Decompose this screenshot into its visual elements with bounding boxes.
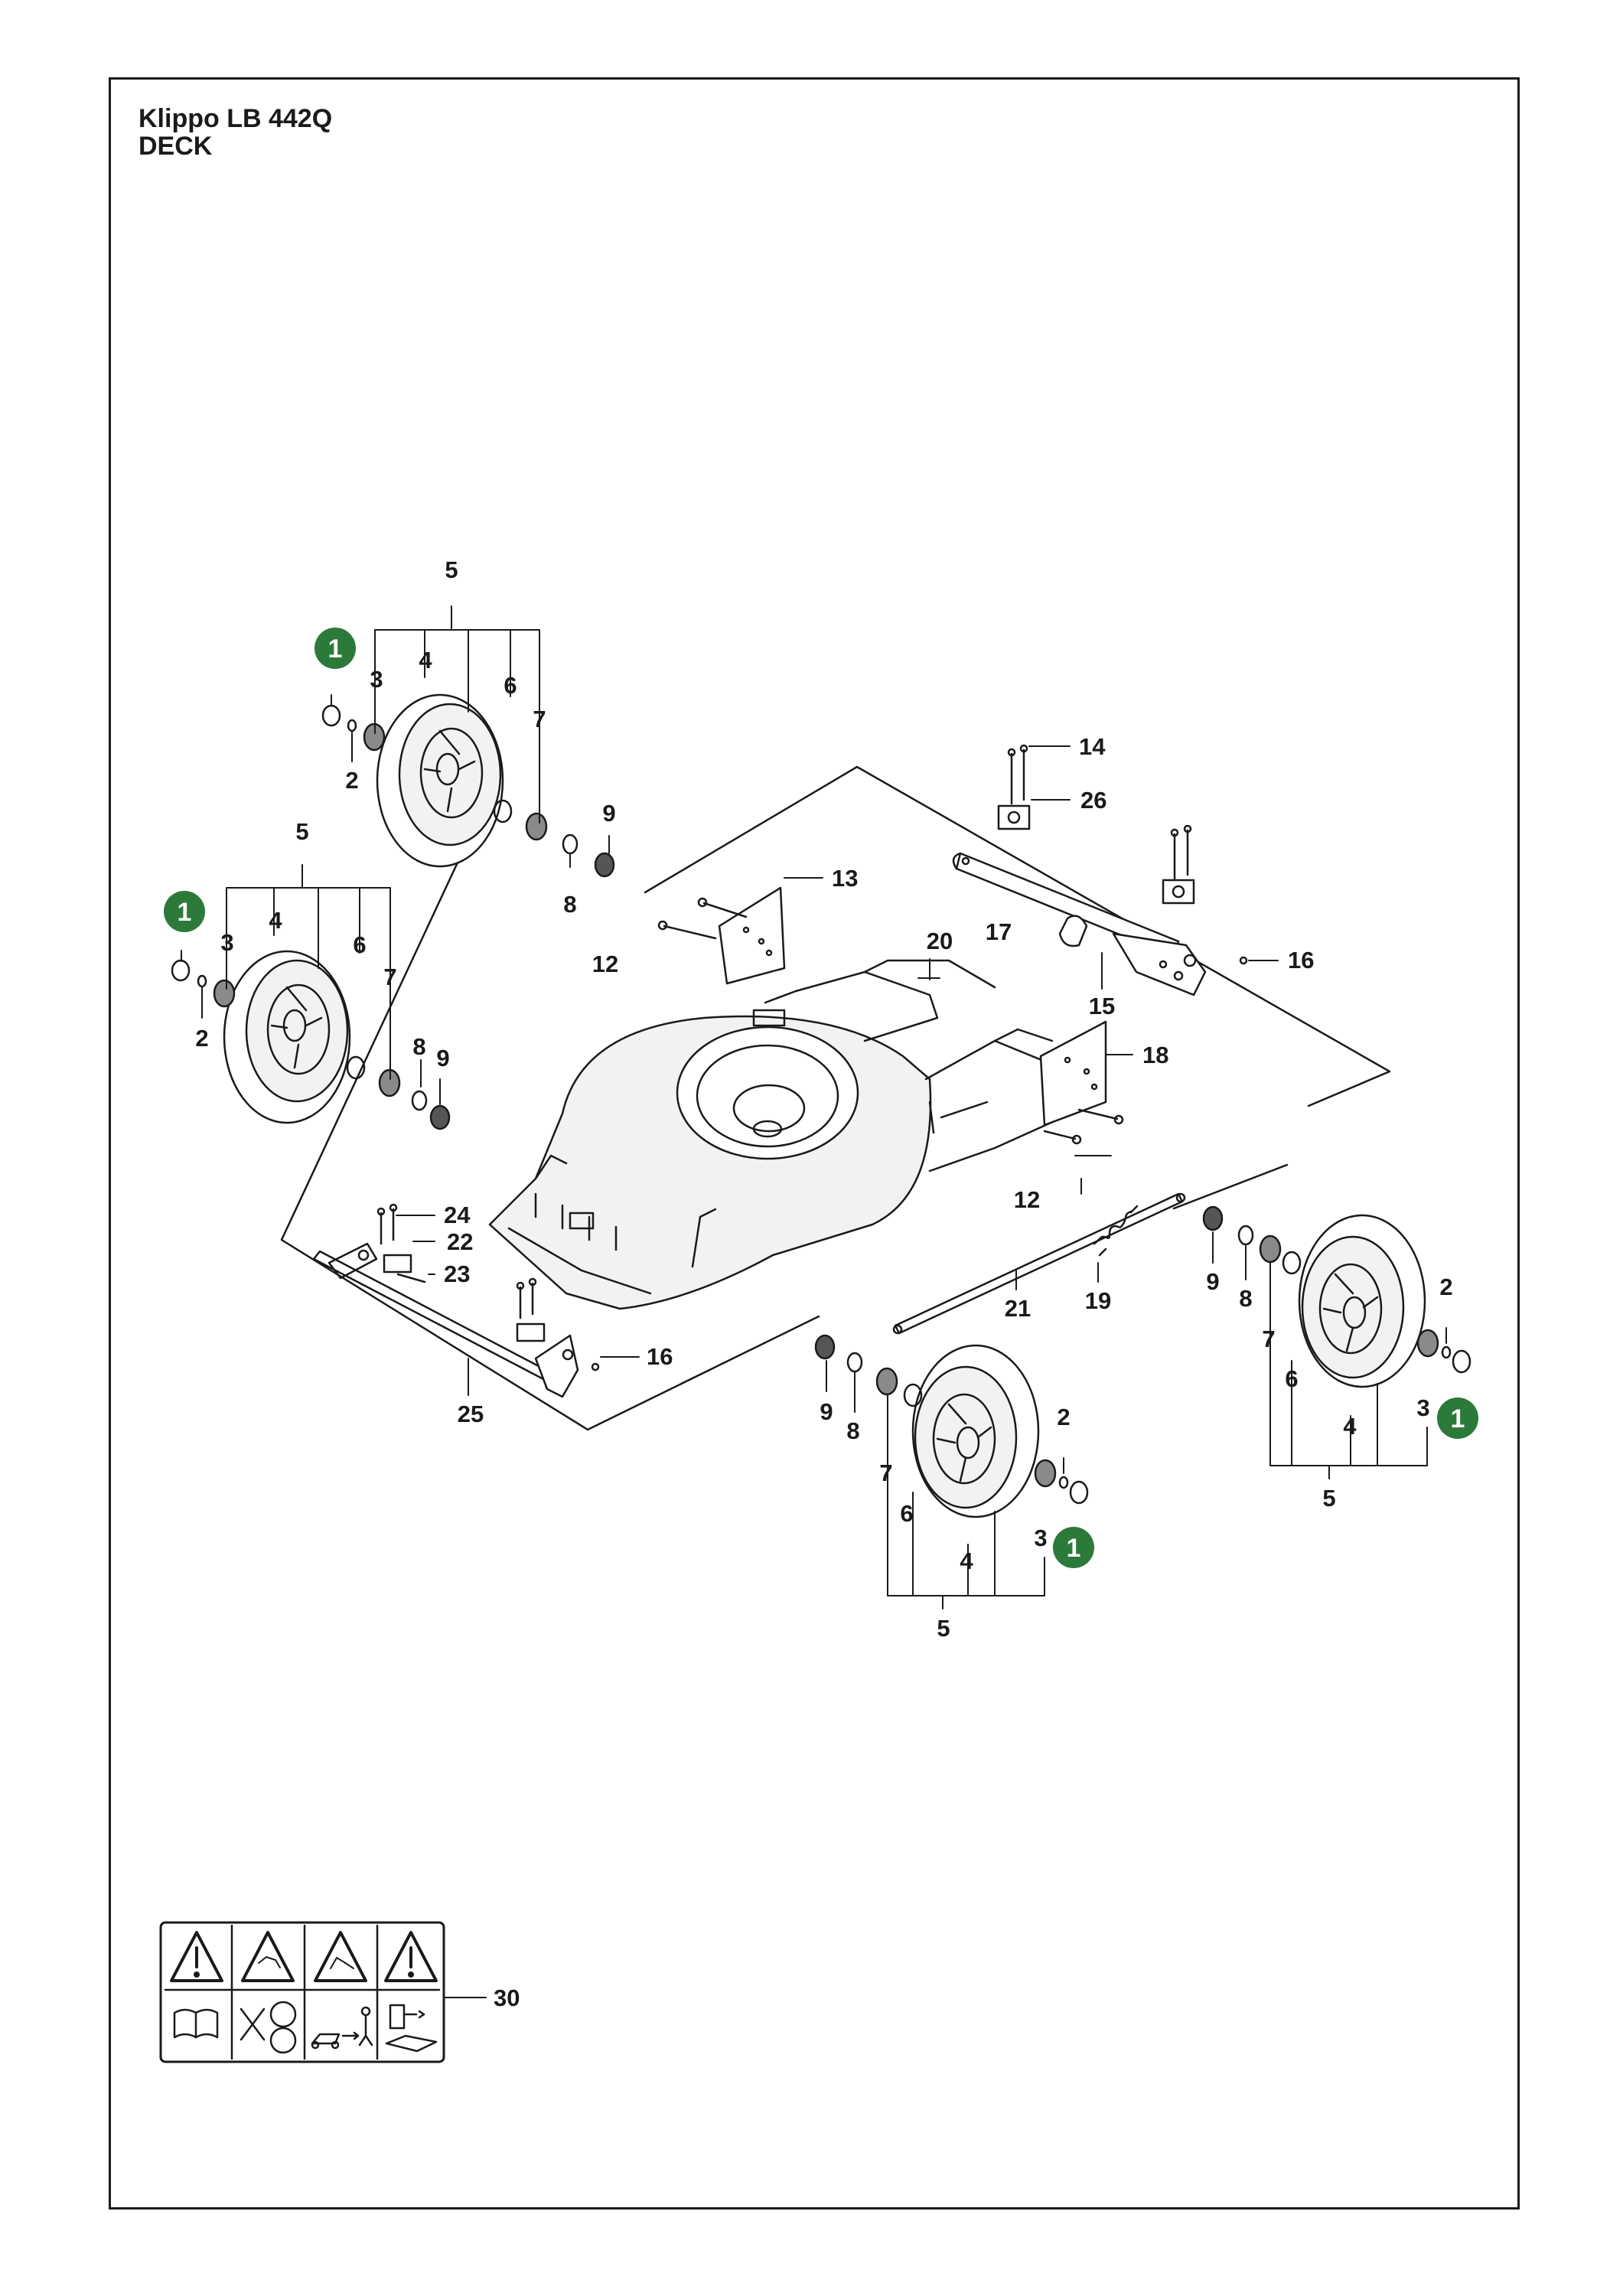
callout: 13 — [832, 865, 858, 892]
wheel-front-right — [1298, 1214, 1426, 1388]
note-badge: 1 — [1053, 1527, 1094, 1568]
callout: 8 — [1239, 1285, 1252, 1312]
height-bracket-rear — [657, 886, 786, 985]
section-title: DECK — [139, 132, 213, 161]
wheel-rear-right — [223, 950, 351, 1124]
callout: 4 — [419, 647, 432, 673]
callout: 2 — [1057, 1404, 1070, 1430]
axle-clamp-front — [1162, 824, 1195, 905]
callout: 6 — [1285, 1365, 1298, 1392]
callout: 4 — [1343, 1413, 1357, 1440]
disconnect-spark-plug-icon — [385, 2004, 438, 2053]
callout: 25 — [458, 1401, 484, 1427]
warning-triangle-icon — [384, 1931, 438, 1982]
callout: 8 — [846, 1417, 859, 1444]
callout: 2 — [345, 767, 358, 794]
note-badge: 1 — [314, 628, 356, 669]
note-badge: 1 — [1437, 1397, 1478, 1439]
warning-triangle-icon — [241, 1931, 295, 1982]
callout: 7 — [533, 706, 546, 732]
callout: 16 — [1288, 947, 1314, 974]
callout: 4 — [960, 1548, 973, 1574]
callout: 3 — [220, 929, 233, 956]
callout: 3 — [370, 666, 383, 693]
callout: 6 — [504, 672, 517, 699]
callout: 23 — [444, 1261, 470, 1287]
callout: 18 — [1142, 1042, 1168, 1068]
leader-lines — [181, 605, 1447, 1998]
deck-housing — [488, 959, 1080, 1310]
wheel-front-left-hardware — [814, 1334, 1089, 1505]
drawing-frame — [109, 77, 1520, 2210]
callout: 8 — [412, 1033, 425, 1060]
callout: 26 — [1080, 787, 1106, 814]
wheel-rear-left — [376, 693, 504, 868]
wheel-rear-left-hardware — [321, 704, 615, 878]
callout: 7 — [383, 964, 396, 990]
rear-axle-lever — [952, 852, 1248, 996]
callout: 30 — [494, 1985, 520, 2011]
callout: 5 — [937, 1615, 950, 1642]
manual-book-icon — [173, 2008, 219, 2039]
callout: 6 — [353, 931, 366, 958]
callout: 22 — [447, 1228, 473, 1255]
callout: 19 — [1085, 1287, 1111, 1314]
callout: 3 — [1034, 1525, 1047, 1551]
tension-spring — [1093, 1205, 1139, 1257]
note-badge: 1 — [164, 891, 205, 932]
svg-text:1: 1 — [1067, 1534, 1081, 1563]
callout: 15 — [1089, 993, 1115, 1019]
wheel-front-left — [911, 1344, 1040, 1518]
warning-triangle-icon — [170, 1931, 223, 1982]
callout: 2 — [1439, 1274, 1452, 1300]
callout: 9 — [436, 1045, 449, 1071]
model-title: Klippo LB 442Q — [139, 104, 333, 133]
callout: 3 — [1416, 1394, 1429, 1421]
callout-labels: 5 3 4 6 7 2 9 8 14 26 5 3 4 6 7 2 8 9 13… — [195, 556, 1452, 2011]
callout: 2 — [195, 1025, 208, 1052]
hand-blade-icon — [240, 2001, 297, 2054]
svg-text:1: 1 — [178, 898, 192, 927]
warning-triangle-icon — [314, 1931, 367, 1982]
callout: 9 — [1206, 1268, 1219, 1295]
axle-clamp-rear — [997, 744, 1031, 830]
callout: 17 — [986, 918, 1012, 945]
front-axle — [312, 1203, 600, 1398]
callout: 14 — [1079, 733, 1106, 760]
connecting-rod — [892, 1192, 1186, 1335]
callout: 21 — [1005, 1295, 1031, 1322]
keep-distance-icon — [311, 2006, 373, 2050]
callout: 12 — [592, 951, 618, 977]
callout: 7 — [879, 1459, 892, 1486]
callout: 5 — [1322, 1485, 1335, 1512]
callout: 9 — [602, 800, 615, 827]
callout: 20 — [927, 928, 953, 954]
callout: 24 — [444, 1202, 471, 1228]
callout: 16 — [647, 1343, 673, 1370]
callout: 5 — [295, 818, 308, 845]
callout: 9 — [820, 1398, 833, 1425]
callout: 7 — [1262, 1326, 1275, 1352]
callout: 4 — [269, 907, 282, 934]
callout: 5 — [445, 556, 458, 583]
callout: 12 — [1014, 1186, 1040, 1213]
svg-text:1: 1 — [1451, 1404, 1465, 1433]
warning-decal — [159, 1921, 445, 2063]
height-bracket-front — [1039, 1020, 1124, 1145]
callout: 6 — [900, 1500, 913, 1527]
svg-text:1: 1 — [328, 634, 343, 664]
callout: 8 — [563, 891, 576, 918]
